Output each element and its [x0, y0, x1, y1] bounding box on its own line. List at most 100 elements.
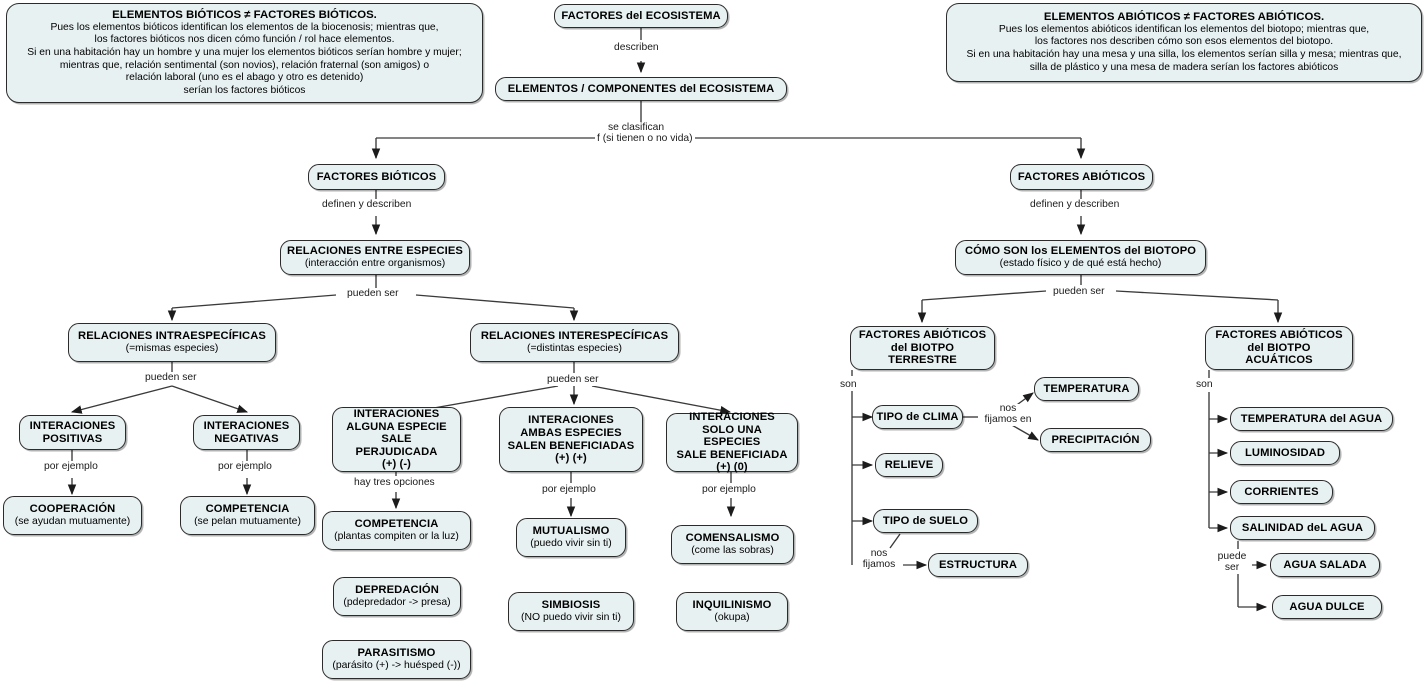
node-factores-bioticos-label: FACTORES BIÓTICOS [316, 170, 437, 183]
note-abioticos-line-1: Pues los elementos abióticos identifican… [998, 23, 1370, 35]
edge-label-definen-describen-abioticos: definen y describen [1028, 199, 1122, 211]
node-factores-abioticos[interactable]: FACTORES ABIÓTICOS [1010, 164, 1153, 190]
node-parasitismo-sub: (parásito (+) -> huésped (-)) [332, 659, 461, 671]
node-abioticos-terrestre-label: FACTORES ABIÓTICOS del BIOTPO TERRESTRE [858, 329, 987, 367]
node-interacciones-solo-una-especie-beneficiada[interactable]: INTERACIONES SOLO UNA ESPECIES SALE BENE… [666, 411, 798, 474]
node-temperatura-label: TEMPERATURA [1043, 382, 1130, 395]
edge-label-por-ejemplo-ambas: por ejemplo [540, 484, 598, 496]
node-simbiosis-title: SIMBIOSIS [541, 599, 601, 612]
node-depredacion-title: DEPREDACIÓN [355, 584, 439, 597]
node-intraespecificas-sub: (=mismas especies) [125, 342, 219, 354]
node-depredacion-sub: (pdepredador -> presa) [343, 596, 451, 608]
edge-label-nos-fijamos: nos fijamos [855, 548, 903, 571]
edge-label-son-terrestre: son [838, 379, 859, 391]
node-mutualismo-sub: (puedo vivir sin ti) [530, 537, 612, 549]
node-elementos-componentes-label: ELEMENTOS / COMPONENTES del ECOSISTEMA [507, 82, 775, 95]
note-bioticos-line-5: relación laboral (uno es el abago y otro… [125, 72, 364, 84]
note-abioticos-line-2: los factores nos describen cómo son esos… [1034, 36, 1334, 48]
note-abioticos: ELEMENTOS ABIÓTICOS ≠ FACTORES ABIÓTICOS… [946, 3, 1422, 82]
edge-label-hay-tres-opciones: hay tres opciones [352, 477, 437, 489]
note-bioticos-heading: ELEMENTOS BIÓTICOS ≠ FACTORES BIÓTICOS. [112, 8, 377, 21]
node-interacciones-negativas-label: INTERACIONES NEGATIVAS [203, 419, 290, 445]
note-bioticos: ELEMENTOS BIÓTICOS ≠ FACTORES BIÓTICOS. … [6, 3, 483, 103]
edge-label-por-ejemplo-negativas: por ejemplo [216, 461, 274, 473]
node-como-son-elementos-biotopo[interactable]: CÓMO SON los ELEMENTOS del BIOTOPO (esta… [955, 240, 1206, 275]
edge-label-definen-describen-bioticos: definen y describen [320, 199, 414, 211]
edge-label-pueden-ser-biotopo: pueden ser [1051, 286, 1107, 298]
node-precipitacion[interactable]: PRECIPITACIÓN [1040, 428, 1151, 452]
node-competencia-interespecifica[interactable]: COMPETENCIA (plantas compiten or la luz) [322, 511, 471, 550]
edge-label-pueden-ser-intraespecificas: pueden ser [143, 372, 199, 384]
edge-label-pueden-ser-relaciones: pueden ser [345, 288, 401, 300]
node-tipo-de-suelo[interactable]: TIPO de SUELO [873, 509, 978, 533]
node-factores-abioticos-biotopo-terrestre[interactable]: FACTORES ABIÓTICOS del BIOTPO TERRESTRE [850, 326, 995, 370]
node-simbiosis[interactable]: SIMBIOSIS (NO puedo vivir sin ti) [508, 592, 634, 631]
node-simbiosis-sub: (NO puedo vivir sin ti) [521, 611, 621, 623]
node-interacciones-positivas[interactable]: INTERACIONES POSITIVAS [19, 415, 126, 450]
node-competencia-intra-sub: (se pelan mutuamente) [194, 515, 301, 527]
node-inquilinismo-title: INQUILINISMO [692, 599, 772, 612]
node-solo-una-beneficiada-label: INTERACIONES SOLO UNA ESPECIES SALE BENE… [676, 411, 788, 474]
node-relaciones-entre-especies-title: RELACIONES ENTRE ESPECIES [287, 245, 463, 258]
node-como-son-title: CÓMO SON los ELEMENTOS del BIOTOPO [964, 245, 1197, 258]
node-salinidad-del-agua[interactable]: SALINIDAD deL AGUA [1230, 516, 1375, 540]
node-relaciones-entre-especies-sub: (interacción entre organismos) [304, 257, 446, 269]
node-tipo-de-clima-label: TIPO de CLIMA [876, 410, 959, 423]
node-estructura[interactable]: ESTRUCTURA [928, 553, 1028, 577]
note-bioticos-line-6: serían los factores bióticos [183, 84, 306, 96]
node-abioticos-acuaticos-label: FACTORES ABIÓTICOS del BIOTPO ACUÁTICOS [1215, 329, 1343, 367]
node-competencia-intraespecifica[interactable]: COMPETENCIA (se pelan mutuamente) [180, 496, 315, 535]
node-competencia-intra-title: COMPETENCIA [205, 503, 290, 516]
node-interacciones-positivas-label: INTERACIONES POSITIVAS [29, 419, 116, 445]
edge-label-describen: describen [612, 42, 661, 54]
node-factores-del-ecosistema-label: FACTORES del ECOSISTEMA [561, 9, 721, 22]
node-comensalismo[interactable]: COMENSALISMO (come las sobras) [671, 525, 794, 564]
node-tipo-de-suelo-label: TIPO de SUELO [882, 514, 969, 527]
edge-label-son-acuatico: son [1194, 379, 1215, 391]
node-relaciones-interespecificas[interactable]: RELACIONES INTERESPECÍFICAS (=distintas … [470, 323, 679, 362]
node-como-son-sub: (estado físico y de qué está hecho) [999, 257, 1162, 269]
node-luminosidad[interactable]: LUMINOSIDAD [1230, 441, 1340, 465]
edge-label-si-tienen-o-no-vida: f (si tienen o no vida) [595, 133, 695, 145]
node-cooperacion-title: COOPERACIÓN [29, 503, 116, 516]
node-temperatura[interactable]: TEMPERATURA [1034, 377, 1139, 401]
node-intraespecificas-title: RELACIONES INTRAESPECÍFICAS [78, 330, 266, 343]
node-comensalismo-title: COMENSALISMO [685, 532, 780, 545]
node-luminosidad-label: LUMINOSIDAD [1244, 446, 1326, 459]
node-mutualismo-title: MUTUALISMO [532, 525, 610, 538]
node-mutualismo[interactable]: MUTUALISMO (puedo vivir sin ti) [516, 518, 626, 557]
node-inquilinismo[interactable]: INQUILINISMO (okupa) [676, 592, 788, 631]
node-factores-del-ecosistema[interactable]: FACTORES del ECOSISTEMA [554, 4, 728, 28]
node-agua-dulce[interactable]: AGUA DULCE [1272, 595, 1382, 619]
node-relaciones-entre-especies[interactable]: RELACIONES ENTRE ESPECIES (interacción e… [280, 240, 470, 275]
note-bioticos-line-4: mientras que, relación sentimental (son … [59, 59, 430, 71]
node-interespecificas-sub: (=distintas especies) [526, 342, 622, 354]
node-interacciones-ambas-especies-beneficiadas[interactable]: INTERACIONES AMBAS ESPECIES SALEN BENEFI… [499, 407, 643, 472]
note-abioticos-line-4: silla de plástico y una mesa de madera s… [1029, 61, 1339, 73]
node-interacciones-negativas[interactable]: INTERACIONES NEGATIVAS [193, 415, 300, 450]
node-elementos-componentes-del-ecosistema[interactable]: ELEMENTOS / COMPONENTES del ECOSISTEMA [495, 77, 787, 101]
node-relaciones-intraespecificas[interactable]: RELACIONES INTRAESPECÍFICAS (=mismas esp… [68, 323, 276, 362]
node-factores-abioticos-label: FACTORES ABIÓTICOS [1017, 170, 1146, 183]
note-abioticos-line-3: Si en una habitación hay una mesa y una … [966, 49, 1402, 60]
node-interacciones-alguna-especie-perjudicada[interactable]: INTERACIONES ALGUNA ESPECIE SALE PERJUDI… [332, 407, 461, 472]
node-inquilinismo-sub: (okupa) [714, 611, 750, 623]
node-relieve[interactable]: RELIEVE [875, 453, 943, 477]
node-factores-abioticos-biotopo-acuaticos[interactable]: FACTORES ABIÓTICOS del BIOTPO ACUÁTICOS [1205, 326, 1353, 370]
node-estructura-label: ESTRUCTURA [938, 558, 1018, 571]
node-parasitismo-title: PARASITISMO [357, 647, 436, 660]
node-agua-salada[interactable]: AGUA SALADA [1270, 553, 1380, 577]
node-cooperacion[interactable]: COOPERACIÓN (se ayudan mutuamente) [3, 496, 142, 535]
node-corrientes-label: CORRIENTES [1244, 485, 1319, 498]
node-relieve-label: RELIEVE [884, 458, 934, 471]
node-factores-bioticos[interactable]: FACTORES BIÓTICOS [308, 164, 445, 190]
node-agua-salada-label: AGUA SALADA [1283, 558, 1367, 571]
node-temperatura-del-agua-label: TEMPERATURA del AGUA [1240, 412, 1383, 425]
node-depredacion[interactable]: DEPREDACIÓN (pdepredador -> presa) [333, 577, 461, 616]
node-parasitismo[interactable]: PARASITISMO (parásito (+) -> huésped (-)… [322, 640, 471, 679]
note-bioticos-line-1: Pues los elementos bióticos identifican … [50, 21, 439, 33]
node-corrientes[interactable]: CORRIENTES [1230, 480, 1333, 504]
node-tipo-de-clima[interactable]: TIPO de CLIMA [872, 405, 963, 429]
note-bioticos-line-3: Si en una habitación hay un hombre y una… [27, 46, 462, 58]
node-temperatura-del-agua[interactable]: TEMPERATURA del AGUA [1230, 407, 1393, 431]
